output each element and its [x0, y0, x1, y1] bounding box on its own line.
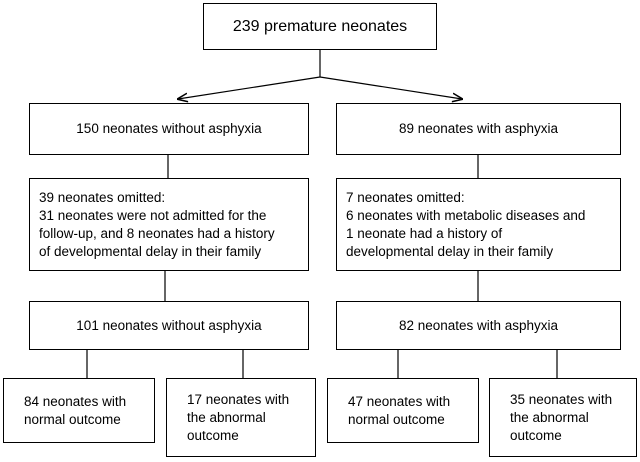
right-final-label: 82 neonates with asphyxia [398, 317, 559, 333]
left-normal-line-1: 84 neonates with [24, 393, 127, 409]
left-abnormal-line-2: the abnormal [187, 409, 266, 425]
left-final-box: 101 neonates without asphyxia [29, 301, 309, 350]
right-omitted-line-2: 6 neonates with metabolic diseases and [346, 207, 586, 223]
root-label: 239 premature neonates [232, 17, 408, 35]
right-omitted-line-1: 7 neonates omitted: [346, 189, 465, 205]
right-final-box: 82 neonates with asphyxia [336, 301, 621, 350]
left-group-box: 150 neonates without asphyxia [29, 103, 309, 155]
right-normal-line-1: 47 neonates with [348, 393, 451, 409]
left-normal-line-2: normal outcome [24, 411, 121, 427]
right-omitted-line-3: 1 neonate had a history of [346, 225, 503, 241]
right-omitted-line-4: developmental delay in their family [346, 243, 554, 259]
right-group-box: 89 neonates with asphyxia [336, 103, 621, 155]
right-normal-outcome-box: 47 neonates with normal outcome [327, 378, 479, 443]
right-abnormal-line-2: the abnormal [510, 409, 589, 425]
left-omitted-line-2: 31 neonates were not admitted for the [39, 207, 267, 223]
left-abnormal-line-1: 17 neonates with [187, 391, 290, 407]
left-omitted-line-3: follow-up, and 8 neonates had a history [39, 225, 275, 241]
arrow-to-right-group [319, 76, 462, 99]
right-abnormal-line-3: outcome [510, 427, 562, 443]
left-omitted-line-4: of developmental delay in their family [39, 243, 262, 259]
left-omitted-line-1: 39 neonates omitted: [39, 189, 166, 205]
left-group-label: 150 neonates without asphyxia [76, 121, 262, 136]
root-box: 239 premature neonates [203, 3, 437, 50]
arrow-to-left-group [178, 76, 321, 99]
right-abnormal-outcome-box: 35 neonates with the abnormal outcome [489, 378, 637, 457]
left-abnormal-line-3: outcome [187, 427, 239, 443]
left-omitted-box: 39 neonates omitted: 31 neonates were no… [29, 178, 309, 271]
left-final-label: 101 neonates without asphyxia [76, 317, 262, 333]
right-normal-line-2: normal outcome [348, 411, 445, 427]
right-omitted-box: 7 neonates omitted: 6 neonates with meta… [336, 178, 621, 271]
right-group-label: 89 neonates with asphyxia [398, 121, 559, 136]
right-abnormal-line-1: 35 neonates with [510, 391, 613, 407]
left-normal-outcome-box: 84 neonates with normal outcome [3, 378, 155, 443]
left-abnormal-outcome-box: 17 neonates with the abnormal outcome [166, 378, 316, 457]
